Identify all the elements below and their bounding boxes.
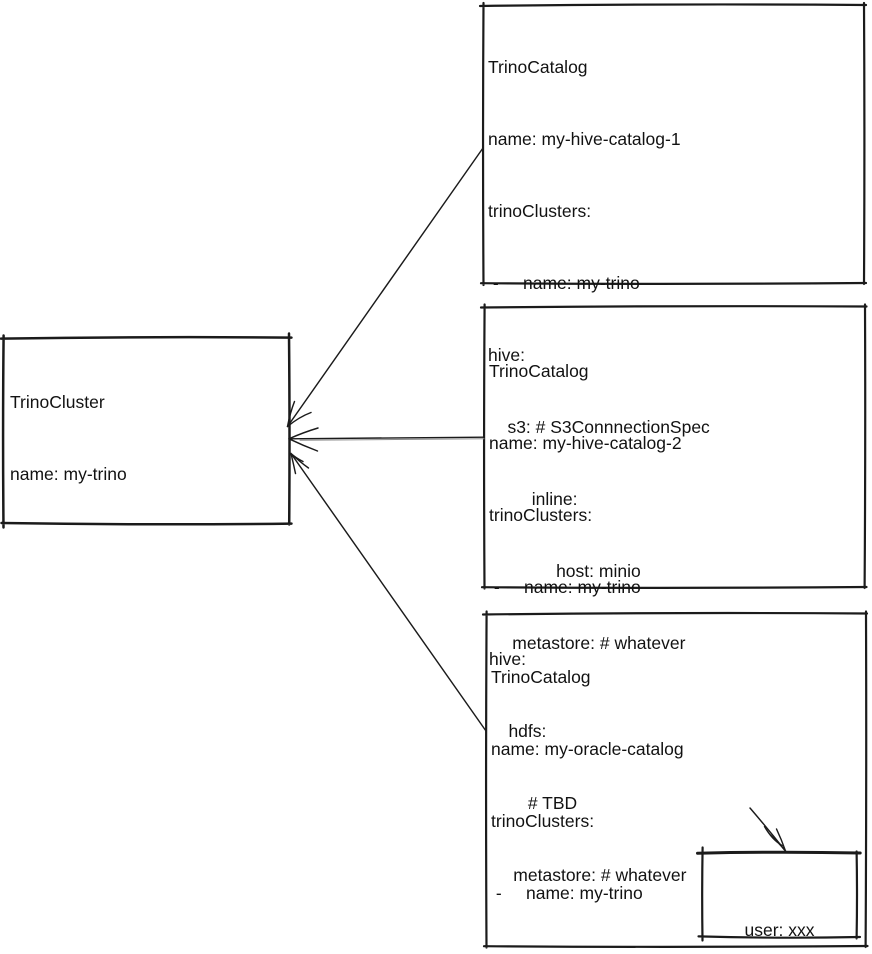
- connector-catalog3-to-cluster: [290, 452, 487, 732]
- connector-catalog2-shadow: [299, 438, 485, 441]
- connector-catalog1-to-cluster: [286, 147, 484, 428]
- yaml-line: hive:: [489, 649, 526, 669]
- trino-catalog-1-box-outline: [478, 1, 868, 287]
- arrowhead-catalog1: [286, 400, 312, 428]
- yaml-line: hive:: [488, 345, 525, 365]
- yaml-line: name: my-hive-catalog-1: [488, 129, 681, 149]
- yaml-line: hdfs:: [489, 721, 547, 741]
- resource-kind-label: TrinoCluster: [10, 392, 105, 412]
- yaml-line: metastore: # whatever: [489, 865, 687, 885]
- secret-user-line: user: xxx: [744, 920, 815, 940]
- yaml-line: trinoClusters:: [491, 811, 595, 831]
- resource-kind-label: TrinoCatalog: [488, 57, 588, 77]
- yaml-line: name: my-hive-catalog-2: [489, 433, 682, 453]
- trino-catalog-1-text: TrinoCatalog name: my-hive-catalog-1 tri…: [488, 7, 710, 703]
- arrowhead-secret-box: [763, 825, 787, 852]
- yaml-line: - name: my-trino: [488, 273, 640, 293]
- secret-box-top-edge: [696, 850, 862, 855]
- secret-box-outline: [697, 846, 862, 942]
- yaml-line: trinoClusters:: [489, 505, 593, 525]
- trino-cluster-box-outline: [0, 332, 293, 529]
- resource-kind-label: TrinoCatalog: [491, 667, 591, 687]
- trino-catalog-3-box-outline: [481, 610, 869, 949]
- yaml-line: s3: # S3ConnnectionSpec: [488, 417, 710, 437]
- yaml-line: - name: my-trino: [491, 883, 643, 903]
- trino-catalog-2-box-outline: [479, 303, 868, 590]
- connector-catalog2-to-cluster: [288, 436, 485, 440]
- trino-cluster-text: TrinoCluster name: my-trino: [10, 342, 127, 534]
- yaml-line: metastore: # whatever: [488, 633, 686, 653]
- trino-catalog-2-text: TrinoCatalog name: my-hive-catalog-2 tri…: [489, 311, 686, 935]
- arrowhead-catalog2: [288, 427, 319, 452]
- yaml-line: name: my-trino: [10, 464, 127, 484]
- arrowhead-catalog3: [290, 452, 310, 475]
- secret-box-text: user: xxx password: xxx: [702, 868, 857, 954]
- yaml-line: - name: my-trino: [489, 577, 641, 597]
- resource-kind-label: TrinoCatalog: [489, 361, 589, 381]
- trino-catalog-3-text: TrinoCatalog name: my-oracle-catalog tri…: [491, 617, 801, 954]
- yaml-line: host: minio: [488, 561, 641, 581]
- yaml-line: inline:: [488, 489, 578, 509]
- yaml-line: name: my-oracle-catalog: [491, 739, 684, 759]
- yaml-line: trinoClusters:: [488, 201, 592, 221]
- yaml-line: # TBD: [489, 793, 578, 813]
